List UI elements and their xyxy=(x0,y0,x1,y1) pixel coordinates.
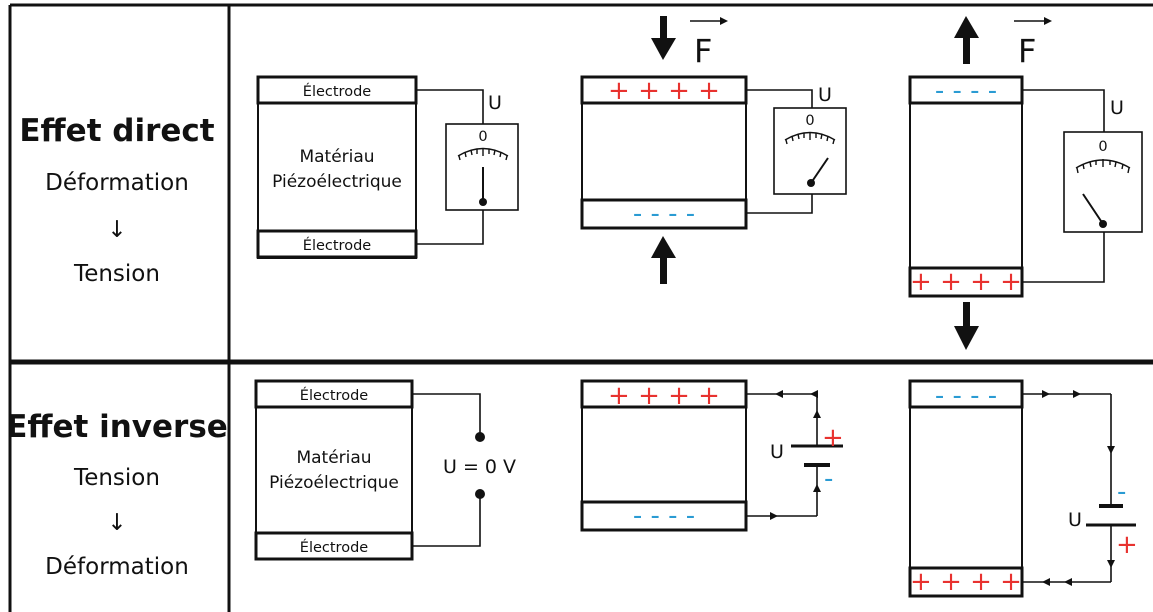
compression-arrow-top xyxy=(651,16,676,60)
voltmeter-zero-label: 0 xyxy=(1098,139,1107,155)
compression-arrow-bottom xyxy=(651,236,676,284)
top-electrode xyxy=(908,75,1024,105)
material-block xyxy=(909,76,1023,297)
material-label-line1: Matériau xyxy=(299,147,374,167)
needle xyxy=(810,157,829,184)
direct-effect-arrow: ↓ xyxy=(107,217,126,243)
bottom-electrode-label: Électrode xyxy=(300,539,368,556)
traction-arrow-bottom xyxy=(954,302,979,350)
direct-effect-legend: Effet direct Déformation ↓ Tension xyxy=(19,113,214,287)
traction-arrow-top xyxy=(954,16,979,64)
positive-charges: + + + + xyxy=(608,381,720,411)
top-electrode-label: Électrode xyxy=(303,83,371,100)
bottom-electrode xyxy=(908,566,1024,598)
bottom-electrode xyxy=(256,229,418,259)
voltage-label: U xyxy=(818,84,832,106)
inverse-extension-panel: - - - - + + + + U - + xyxy=(908,379,1138,598)
wire-top xyxy=(1022,89,1105,132)
table-frame xyxy=(8,3,1153,612)
force-label: F xyxy=(1018,32,1036,70)
inverse-rest-panel: Électrode Électrode Matériau Piézoélectr… xyxy=(254,379,516,561)
battery-minus: - xyxy=(824,464,833,494)
material-label-line2: Piézoélectrique xyxy=(272,172,402,192)
direct-effect-title: Effet direct xyxy=(19,113,214,149)
inverse-effect-title: Effet inverse xyxy=(6,409,228,445)
top-electrode xyxy=(580,75,748,105)
wire-bottom xyxy=(1022,232,1105,283)
voltmeter: 0 xyxy=(773,107,847,195)
wire-bottom xyxy=(412,494,481,547)
top-electrode xyxy=(908,379,1024,409)
wire-bottom xyxy=(416,210,484,245)
force-vector-label: F xyxy=(690,17,728,70)
top-electrode-label: Électrode xyxy=(300,387,368,404)
direct-effect-result: Tension xyxy=(73,261,160,287)
wire-top xyxy=(746,89,813,108)
bottom-electrode xyxy=(908,266,1024,298)
voltage-label: U xyxy=(1068,509,1082,531)
negative-charges: - - - - xyxy=(633,501,695,531)
bottom-electrode-label: Électrode xyxy=(303,237,371,254)
voltage-label: U xyxy=(770,441,784,463)
direct-traction-panel: - - - - + + + + F U 0 xyxy=(908,16,1143,350)
force-vector-label: F xyxy=(1014,17,1052,70)
inverse-effect-arrow: ↓ xyxy=(107,510,126,536)
zero-voltage-label: U = 0 V xyxy=(443,456,516,478)
direct-effect-cause: Déformation xyxy=(45,170,189,196)
wire-bottom xyxy=(746,194,813,214)
top-electrode xyxy=(580,379,748,409)
direct-compression-panel: + + + + - - - - F U 0 xyxy=(580,16,847,284)
terminal-bottom xyxy=(475,489,485,499)
positive-charges: + + + + xyxy=(608,76,720,106)
needle xyxy=(1082,193,1104,225)
battery-minus: - xyxy=(1117,477,1126,507)
battery-plus: + xyxy=(1116,530,1138,560)
voltmeter: 0 xyxy=(445,123,519,211)
material-label-line2: Piézoélectrique xyxy=(269,473,399,493)
battery-circuit xyxy=(1022,390,1136,586)
negative-charges: - - - - xyxy=(633,199,695,229)
voltage-label: U xyxy=(1110,97,1124,119)
force-label: F xyxy=(694,32,712,70)
inverse-effect-legend: Effet inverse Tension ↓ Déformation xyxy=(6,409,228,580)
inverse-effect-cause: Tension xyxy=(73,465,160,491)
voltmeter: 0 xyxy=(1063,131,1143,233)
inverse-compression-panel: + + + + - - - - U + - xyxy=(580,379,844,532)
negative-charges: - - - - xyxy=(935,381,997,411)
wire-top xyxy=(416,89,484,124)
voltmeter-zero-label: 0 xyxy=(805,113,814,129)
battery-circuit xyxy=(746,390,843,520)
terminal-top xyxy=(475,432,485,442)
negative-charges: - - - - xyxy=(935,76,997,106)
positive-charges: + + + + xyxy=(910,567,1022,597)
battery-plus: + xyxy=(822,423,844,453)
material-label-line1: Matériau xyxy=(296,448,371,468)
voltmeter-zero-label: 0 xyxy=(478,129,487,145)
inverse-effect-result: Déformation xyxy=(45,554,189,580)
wire-top xyxy=(412,393,481,436)
voltage-label: U xyxy=(488,92,502,114)
direct-rest-panel: Électrode Électrode Matériau Piézoélectr… xyxy=(256,75,519,259)
bottom-electrode xyxy=(580,198,748,230)
positive-charges: + + + + xyxy=(910,267,1022,297)
material-block xyxy=(909,380,1023,597)
